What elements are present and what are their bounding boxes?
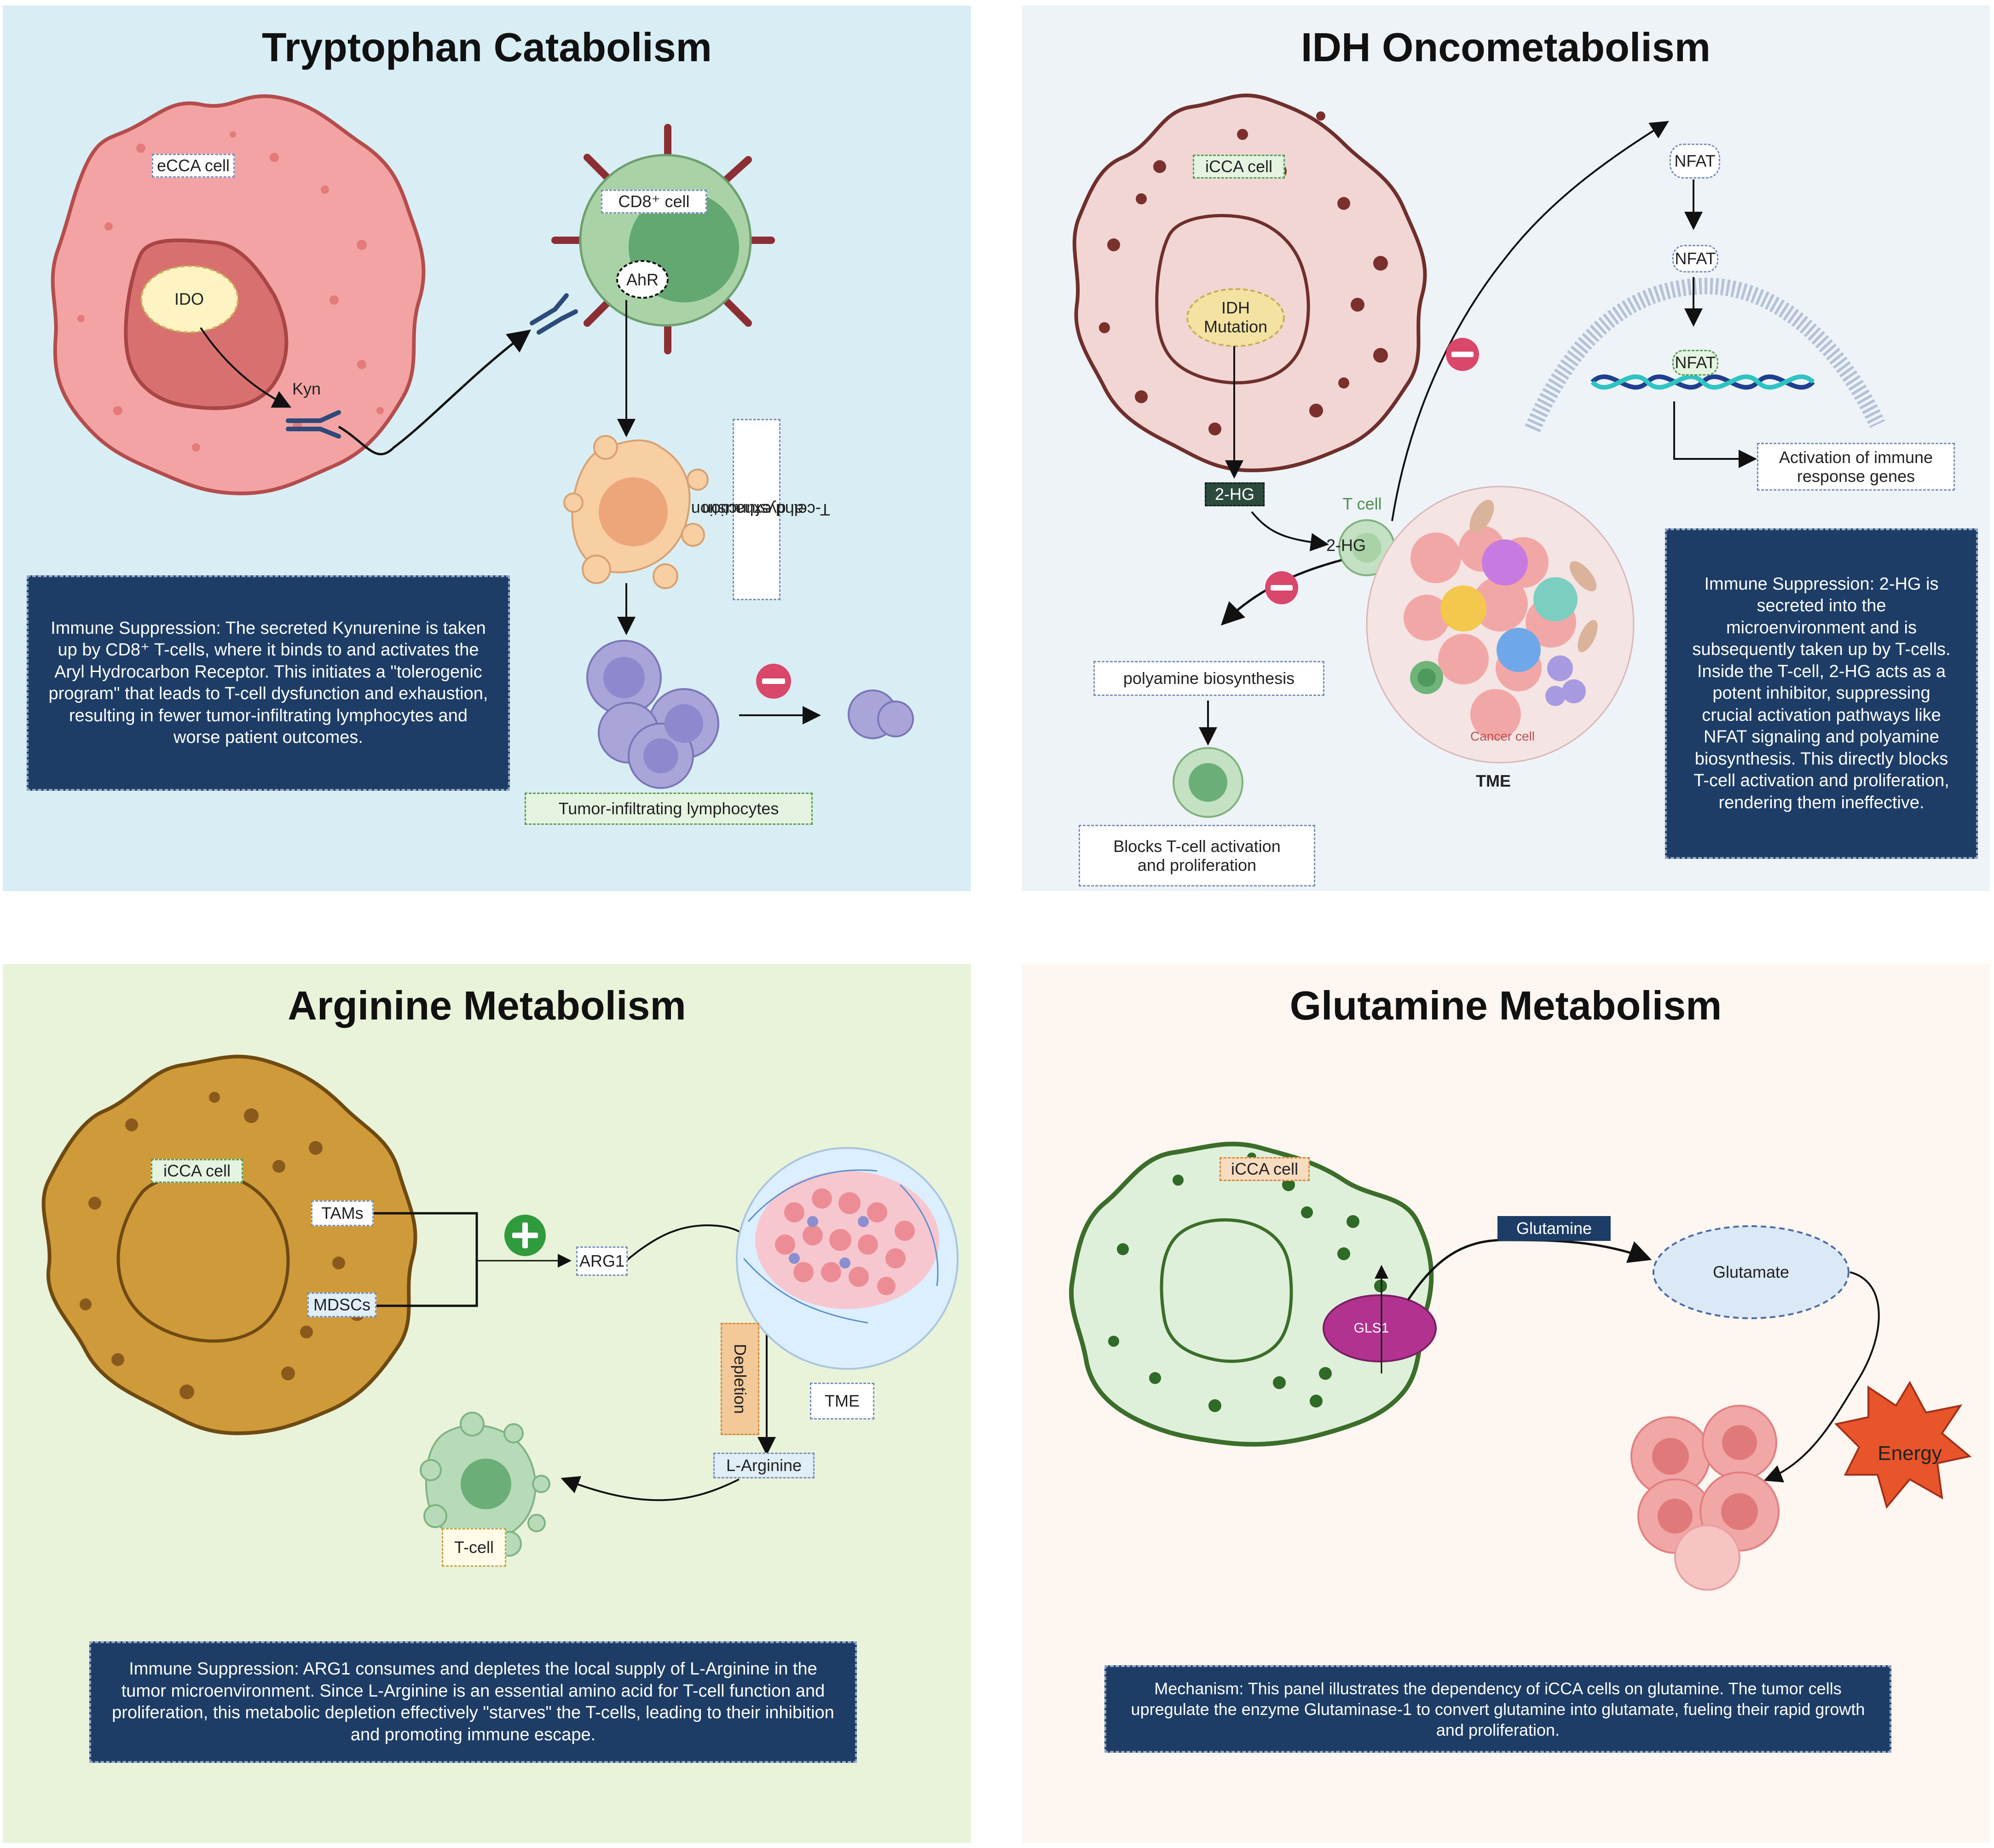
glutamine-icca-cell-label: iCCA cell xyxy=(1220,1157,1310,1181)
glutamine-title: Glutamine Metabolism xyxy=(1289,983,1722,1028)
glutamine-nucleus xyxy=(1160,1218,1293,1363)
arginine-tcell-icon xyxy=(420,1412,550,1557)
tryptophan-panel: Tryptophan Catabolism eCCA cell IDO Kyn … xyxy=(3,6,971,891)
icca-vesicles xyxy=(1099,111,1388,435)
glutamine-vesicles xyxy=(1108,1153,1387,1412)
idh-diagram xyxy=(1072,93,1885,818)
nfat-to-genes-arrow xyxy=(1673,401,1757,468)
arginine-icca-cell-label: iCCA cell xyxy=(151,1159,243,1183)
idh-title: IDH Oncometabolism xyxy=(1301,24,1711,70)
tams-label: TAMs xyxy=(311,1200,374,1226)
exhausted-tcell-icon xyxy=(563,435,709,589)
l-arginine-label: L-Arginine xyxy=(713,1453,815,1478)
tme-label: TME xyxy=(1476,771,1511,791)
idh-tcell-label: T cell xyxy=(1342,494,1382,514)
arginine-panel: Arginine Metabolism iCCA cell TAMs MDSCs… xyxy=(3,964,971,1843)
glutamine-diagram xyxy=(1069,1141,1972,1591)
activation-line1: Activation of immune xyxy=(1779,447,1933,467)
nfat-label-2: NFAT xyxy=(1672,245,1718,272)
ecca-vesicles xyxy=(77,131,384,452)
cancer-cell-label: Cancer cell xyxy=(1470,729,1535,743)
ido-enzyme xyxy=(140,265,239,333)
mdscs-label: MDSCs xyxy=(307,1292,376,1317)
2hg-to-tcell-arrow xyxy=(1251,511,1329,551)
glutamate-to-growth-arrow xyxy=(1763,1271,1880,1483)
depletion-label: Depletion xyxy=(721,1323,759,1435)
polyamine-label: polyamine biosynthesis xyxy=(1093,661,1324,696)
icca-cell-label: iCCA cell xyxy=(1193,155,1285,179)
blocks-tcell-label: Blocks T-cell activation and proliferati… xyxy=(1079,825,1315,886)
arginine-nucleus xyxy=(116,1172,290,1343)
dysfunction-line2: and exhaustion xyxy=(691,500,803,519)
tryptophan-title: Tryptophan Catabolism xyxy=(262,24,712,70)
tryptophan-note: Immune Suppression: The secreted Kynuren… xyxy=(27,575,510,791)
activation-genes-label: Activation of immune response genes xyxy=(1757,443,1955,491)
activation-line2: response genes xyxy=(1797,467,1915,486)
gls1-enzyme xyxy=(1323,1294,1437,1362)
nfat-label-3: NFAT xyxy=(1672,350,1718,376)
glutamine-panel: Glutamine Metabolism iCCA cell Glutamine… xyxy=(1022,964,1990,1843)
ido-to-kyn-arrow xyxy=(200,327,292,408)
blocks-line2: and proliferation xyxy=(1137,856,1257,875)
energy-burst-icon xyxy=(1834,1380,1972,1509)
arg1-label: ARG1 xyxy=(576,1246,628,1276)
arginine-to-tcell-arrow xyxy=(561,1476,740,1501)
kyn-to-cd8-arrow xyxy=(338,329,531,456)
arginine-title: Arginine Metabolism xyxy=(288,983,686,1028)
tryptophan-diagram xyxy=(51,94,914,789)
idh-mutation-label: IDH Mutation xyxy=(1201,296,1270,338)
proliferating-cells-icon xyxy=(1630,1405,1780,1591)
ahr-receptor xyxy=(616,260,669,299)
tme-cluster-icon xyxy=(1366,486,1635,764)
2hg-box-label: 2-HG xyxy=(1205,482,1265,506)
reduced-til-icon xyxy=(848,689,914,739)
2hg-tcell-label: 2-HG xyxy=(1326,536,1366,555)
kyn-receptor-icon xyxy=(286,410,341,439)
ido-label: IDO xyxy=(174,290,204,309)
til-cluster-icon xyxy=(586,640,719,789)
antibody-icon xyxy=(530,293,578,335)
glutamate-ellipse xyxy=(1653,1225,1850,1319)
arginine-tme-icon xyxy=(736,1147,959,1370)
kyn-label: Kyn xyxy=(292,379,321,399)
idh-mutation-line1: IDH xyxy=(1221,298,1250,317)
glutamine-label: Glutamine xyxy=(1497,1216,1611,1241)
arginine-note: Immune Suppression: ARG1 consumes and de… xyxy=(89,1641,857,1763)
dna-helix-icon xyxy=(1590,374,1815,390)
cd8-cell-label: CD8⁺ cell xyxy=(601,190,707,214)
idh-note: Immune Suppression: 2-HG is secreted int… xyxy=(1665,528,1978,859)
energy-label: Energy xyxy=(1878,1442,1942,1465)
arginine-tme-label: TME xyxy=(810,1383,874,1419)
nfat-label-1: NFAT xyxy=(1670,144,1720,179)
idh-mutation-line2: Mutation xyxy=(1203,317,1268,336)
tams-mdscs-bracket xyxy=(373,1212,478,1307)
glutamine-note: Mechanism: This panel illustrates the de… xyxy=(1104,1665,1891,1753)
ecca-cell-label: eCCA cell xyxy=(152,154,235,178)
glutamate-label: Glutamate xyxy=(1712,1263,1790,1282)
til-label: Tumor-infiltrating lymphocytes xyxy=(525,793,813,825)
idh-panel: IDH Oncometabolism iCCA cell IDH Mutatio… xyxy=(1022,6,1990,891)
depletion-text: Depletion xyxy=(730,1344,750,1414)
blocks-line1: Blocks T-cell activation xyxy=(1113,836,1281,856)
glutamine-to-glutamate-arrow xyxy=(1407,1239,1652,1301)
arginine-diagram xyxy=(41,1054,959,1557)
arginine-tcell-label: T-cell xyxy=(442,1528,506,1567)
idh-mutation-enzyme xyxy=(1186,288,1285,347)
ahr-label: AhR xyxy=(626,270,659,290)
gls1-label: GLS1 xyxy=(1353,1320,1389,1336)
tcell-to-nfat-arrow xyxy=(1391,121,1669,521)
